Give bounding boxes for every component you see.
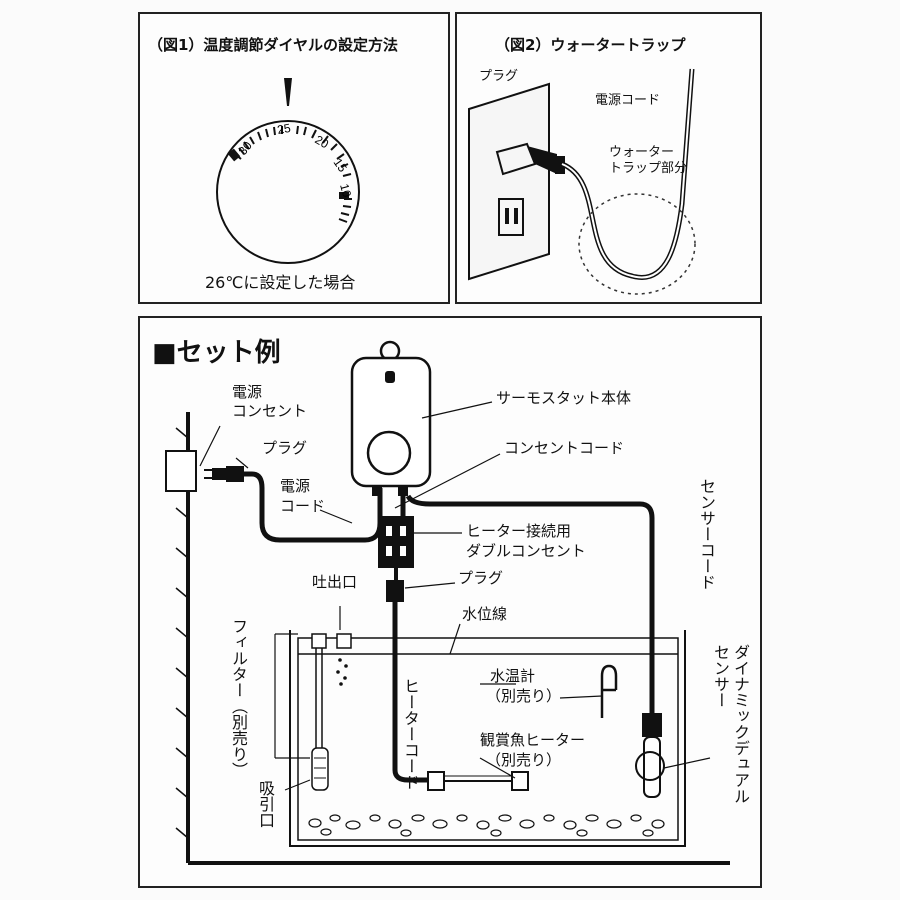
fig2-power-cord-label: 電源コード	[595, 93, 661, 108]
wall-outlet	[165, 450, 197, 492]
fig2-plug-label: プラグ	[479, 69, 519, 84]
thermostat-body	[350, 340, 432, 496]
dynamic-dual-sensor	[635, 713, 665, 798]
heater-cord	[392, 602, 430, 783]
tick-25: 25	[276, 121, 292, 137]
dynamic-sensor-label-1: ダイナミックデュアル	[731, 644, 750, 804]
fig2-trap-label-1: ウォーター	[609, 145, 675, 160]
heater-plug-label: プラグ	[458, 569, 504, 587]
heater-label-1: 観賞魚ヒーター	[480, 731, 586, 749]
temperature-dial-diagram: 30 25 20 15 10	[216, 78, 360, 264]
power-cord-label-2: コード	[280, 497, 326, 515]
wall-outlet-label-2: コンセント	[232, 402, 308, 420]
dial-mark-start	[227, 148, 241, 162]
wall-socket	[498, 198, 524, 236]
plug-label: プラグ	[262, 439, 308, 457]
gravel	[308, 814, 665, 837]
dynamic-sensor-label-2: センサー	[711, 644, 730, 708]
sensor-cord	[405, 494, 655, 713]
outlet-cord-label: コンセントコード	[504, 439, 625, 457]
double-outlet	[378, 516, 414, 568]
intake-label: 吸引口	[256, 780, 275, 828]
setup-title: ■セット例	[152, 338, 281, 368]
setup-example-panel: ■セット例	[138, 316, 762, 888]
wall-outlet-label-1: 電源	[232, 383, 263, 401]
aquarium-tank	[289, 630, 686, 847]
setup-diagram	[165, 340, 730, 865]
power-cord	[244, 471, 383, 543]
power-plug	[204, 466, 244, 482]
aquarium-heater	[427, 771, 529, 791]
dial-caption: 26℃に設定した場合	[205, 273, 356, 292]
plug-icon	[495, 142, 565, 176]
wall-plate	[468, 82, 550, 281]
figure2-title: （図2）ウォータートラップ	[495, 36, 686, 54]
double-outlet-label-2: ダブルコンセント	[466, 542, 586, 560]
outlet-mouth-label: 吐出口	[312, 573, 358, 591]
figure1-title: （図1）温度調節ダイヤルの設定方法	[148, 36, 398, 54]
heater-plug	[386, 580, 404, 602]
double-outlet-label-1: ヒーター接続用	[466, 522, 572, 540]
water-trap-diagram	[468, 68, 696, 295]
dial-scale-marks	[234, 125, 352, 223]
power-cord-label-1: 電源	[280, 477, 311, 495]
heater-cord-label: ヒーターコード	[401, 678, 420, 790]
sensor-cord-label: センサーコード	[697, 478, 716, 590]
tick-20: 20	[313, 132, 332, 151]
filter-pipes	[311, 633, 352, 791]
figure1-dial-panel: （図1）温度調節ダイヤルの設定方法	[138, 12, 450, 304]
tick-15: 15	[331, 156, 350, 175]
water-level-label: 水位線	[462, 605, 508, 623]
tick-10: 10	[337, 182, 354, 199]
leader-lines	[199, 401, 711, 791]
figure2-water-trap-panel: （図2）ウォータートラップ プラグ 電源コード ウォーター トラップ部分	[455, 12, 762, 304]
water-trap-region	[578, 193, 696, 295]
dial-circle	[216, 120, 360, 264]
thermostat-body-label: サーモスタット本体	[496, 389, 632, 407]
thermometer-label-2: （別売り）	[486, 687, 562, 705]
fig2-trap-label-2: トラップ部分	[609, 161, 688, 176]
dial-mark-10	[339, 192, 349, 199]
dial-pointer	[284, 78, 292, 106]
heater-label-2: （別売り）	[486, 751, 562, 769]
water-thermometer	[600, 664, 618, 718]
thermometer-label-1: 水温計	[490, 667, 536, 685]
filter-label: フィルター（別売り）	[229, 618, 248, 778]
